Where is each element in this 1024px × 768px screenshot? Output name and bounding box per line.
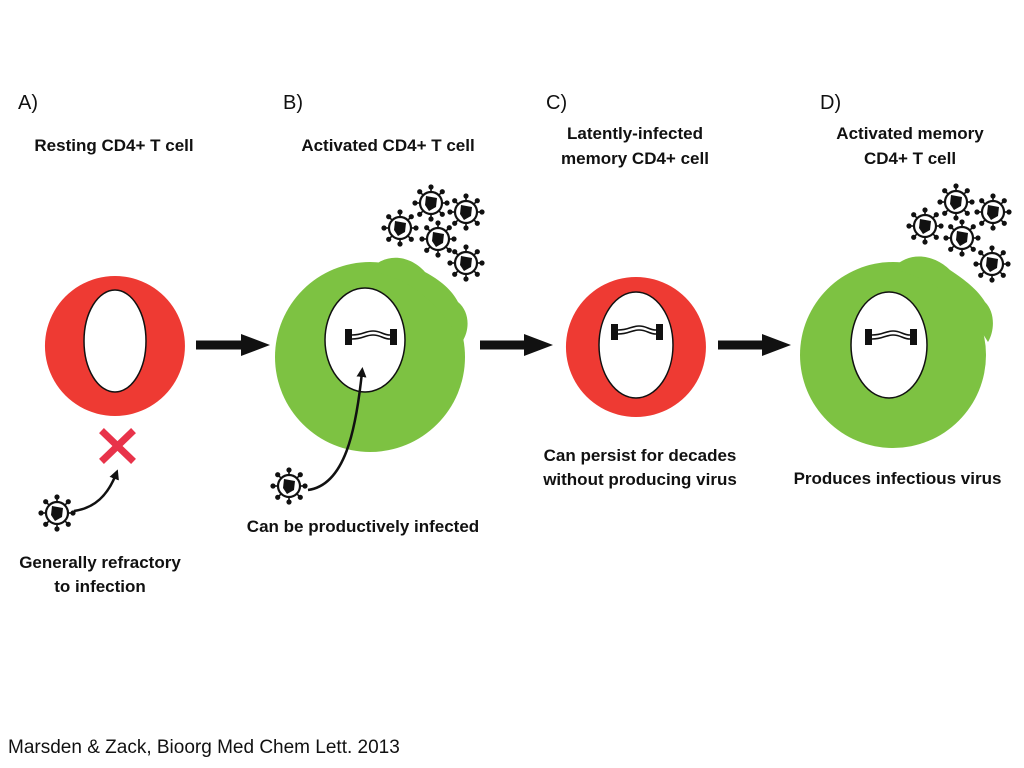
panel-c-caption-line-2: without producing virus: [543, 470, 737, 489]
panel-d-title-line-2: CD4+ T cell: [863, 149, 957, 168]
activated-memory-cell: [800, 256, 993, 448]
right-arrow-head: [524, 334, 553, 356]
panel-c-title-line-2: memory CD4+ cell: [561, 149, 709, 168]
panel-c-caption: Can persist for decades without producin…: [525, 444, 755, 492]
panel-c-title-line-1: Latently-infected: [566, 124, 704, 143]
panel-b-caption: Can be productively infected: [228, 515, 498, 539]
virus-icon: [38, 494, 76, 532]
panel-b-letter: B): [283, 92, 303, 114]
activated-cell: [275, 257, 468, 452]
panel-c-caption-line-1: Can persist for decades: [543, 446, 737, 465]
resting-cell: [44, 276, 185, 416]
right-arrow-head: [241, 334, 270, 356]
panel-b-caption-line-1: Can be productively infected: [246, 517, 480, 536]
panel-a-letter: A): [18, 92, 38, 114]
panel-a-title: Resting CD4+ T cell: [34, 136, 194, 155]
panel-d-caption: Produces infectious virus: [780, 467, 1015, 491]
curved-arrow-icon: [73, 469, 119, 513]
virus-icon: [270, 467, 308, 505]
curved-arrow-icon: [307, 367, 367, 492]
panel-a-caption-line-2: to infection: [54, 577, 146, 596]
panel-d-caption-line-1: Produces infectious virus: [793, 469, 1002, 488]
panel-c-title: Latently-infected memory CD4+ cell: [530, 121, 740, 171]
panel-a-caption: Generally refractory to infection: [0, 551, 200, 599]
panel-b-title: Activated CD4+ T cell: [301, 136, 475, 155]
block-x-icon: [99, 428, 136, 464]
panel-d-letter: D): [820, 92, 842, 114]
latent-cell: [565, 277, 706, 417]
panel-c-letter: C): [546, 92, 568, 114]
citation: Marsden & Zack, Bioorg Med Chem Lett. 20…: [8, 737, 400, 758]
right-arrow-head: [762, 334, 791, 356]
panel-d-title-line-1: Activated memory: [836, 124, 984, 143]
panel-a-caption-line-1: Generally refractory: [19, 553, 181, 572]
panel-d-title: Activated memory CD4+ T cell: [800, 121, 1020, 171]
